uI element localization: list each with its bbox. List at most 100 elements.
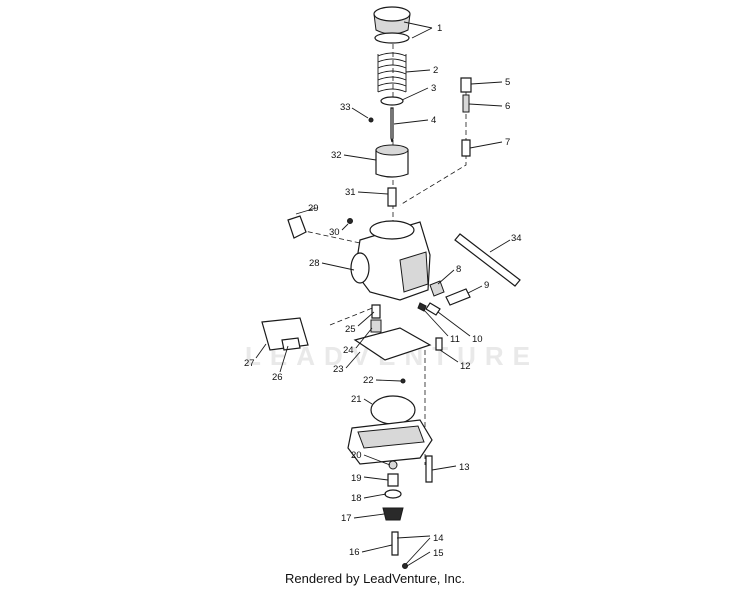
- main-jet-holder: [371, 304, 381, 319]
- callout-32: 32: [331, 150, 342, 161]
- callout-26: 26: [272, 372, 283, 383]
- leader-6: [468, 103, 503, 107]
- callout-22: 22: [363, 375, 374, 386]
- leader-34: [489, 239, 511, 253]
- callout-2: 2: [433, 65, 438, 76]
- leader-11: [423, 309, 449, 337]
- choke-guide-line: [299, 229, 361, 244]
- needle-retainer: [380, 96, 404, 106]
- leader-10: [437, 311, 471, 337]
- leader-23: [345, 351, 361, 369]
- callout-19: 19: [351, 473, 362, 484]
- cable-adjuster: [461, 139, 471, 157]
- callout-15: 15: [433, 548, 444, 559]
- footer-credit: Rendered by LeadVenture, Inc.: [285, 571, 465, 586]
- o-ring: [388, 460, 398, 470]
- leader-18: [363, 493, 387, 499]
- callout-6: 6: [505, 101, 510, 112]
- air-screw-spring: [429, 280, 445, 297]
- leader-5: [470, 81, 503, 85]
- callout-27: 27: [244, 358, 255, 369]
- callout-28: 28: [309, 258, 320, 269]
- callout-3: 3: [431, 83, 436, 94]
- leader-28: [321, 262, 355, 271]
- bowl-screw: [425, 455, 433, 483]
- drain-plug: [387, 473, 399, 487]
- leader-32: [343, 154, 377, 161]
- callout-13: 13: [459, 462, 470, 473]
- callout-5: 5: [505, 77, 510, 88]
- leader-1: [403, 21, 433, 39]
- callout-8: 8: [456, 264, 461, 275]
- callout-31: 31: [345, 187, 356, 198]
- leader-17: [353, 513, 385, 519]
- plate-bracket: [281, 337, 301, 351]
- leader-25: [357, 311, 375, 327]
- callout-33: 33: [340, 102, 351, 113]
- jet-needle: [390, 107, 394, 143]
- callout-30: 30: [329, 227, 340, 238]
- leader-29: [295, 207, 317, 215]
- callout-23: 23: [333, 364, 344, 375]
- bowl-nut: [382, 507, 404, 521]
- leader-8: [437, 269, 455, 285]
- throttle-rod: [454, 233, 521, 287]
- throttle-spring: [377, 52, 407, 93]
- bowl-gasket: [353, 327, 432, 361]
- leader-3: [401, 87, 429, 101]
- callout-4: 4: [431, 115, 436, 126]
- callout-1: 1: [437, 23, 442, 34]
- leader-24: [355, 327, 373, 349]
- choke-plunger: [287, 215, 307, 239]
- leader-27: [255, 343, 267, 359]
- callout-25: 25: [345, 324, 356, 335]
- callout-12: 12: [460, 361, 471, 372]
- callout-14: 14: [433, 533, 444, 544]
- leader-4: [393, 119, 429, 125]
- pilot-screw-guide-line: [399, 90, 467, 206]
- pilot-jet: [417, 302, 427, 312]
- callout-11: 11: [450, 334, 460, 345]
- leader-9: [467, 285, 483, 294]
- idle-spring: [462, 94, 470, 113]
- float: [370, 395, 416, 425]
- main-jet: [370, 319, 382, 333]
- float-pin: [400, 378, 406, 384]
- leader-31: [357, 191, 389, 195]
- leader-30: [341, 223, 349, 231]
- callout-9: 9: [484, 280, 489, 291]
- needle-clip: [368, 117, 374, 123]
- leader-20: [363, 454, 391, 466]
- needle-jet: [387, 187, 397, 207]
- leader-19: [363, 476, 389, 481]
- callout-17: 17: [341, 513, 352, 524]
- drain-screw: [435, 337, 443, 351]
- leader-21: [363, 398, 373, 405]
- callout-16: 16: [349, 547, 360, 558]
- leader-26: [279, 345, 289, 373]
- callout-10: 10: [472, 334, 483, 345]
- leader-7: [469, 141, 503, 149]
- carburetor-body: [350, 220, 431, 301]
- bottom-screw: [391, 531, 399, 556]
- callout-34: 34: [511, 233, 522, 244]
- leader-15: [406, 551, 431, 567]
- callout-21: 21: [351, 394, 362, 405]
- callout-7: 7: [505, 137, 510, 148]
- leader-16: [361, 544, 393, 553]
- leader-2: [405, 69, 431, 73]
- top-cap: [373, 6, 411, 44]
- air-screw: [445, 288, 471, 306]
- leader-33: [351, 107, 369, 119]
- leader-13: [431, 465, 457, 471]
- leader-14: [396, 535, 431, 565]
- leader-22: [375, 379, 402, 382]
- callout-20: 20: [351, 450, 362, 461]
- bottom-washer: [402, 563, 408, 569]
- small-screw: [347, 218, 353, 224]
- throttle-slide: [375, 144, 409, 178]
- callout-18: 18: [351, 493, 362, 504]
- idle-screw: [460, 77, 472, 93]
- leader-12: [439, 349, 459, 363]
